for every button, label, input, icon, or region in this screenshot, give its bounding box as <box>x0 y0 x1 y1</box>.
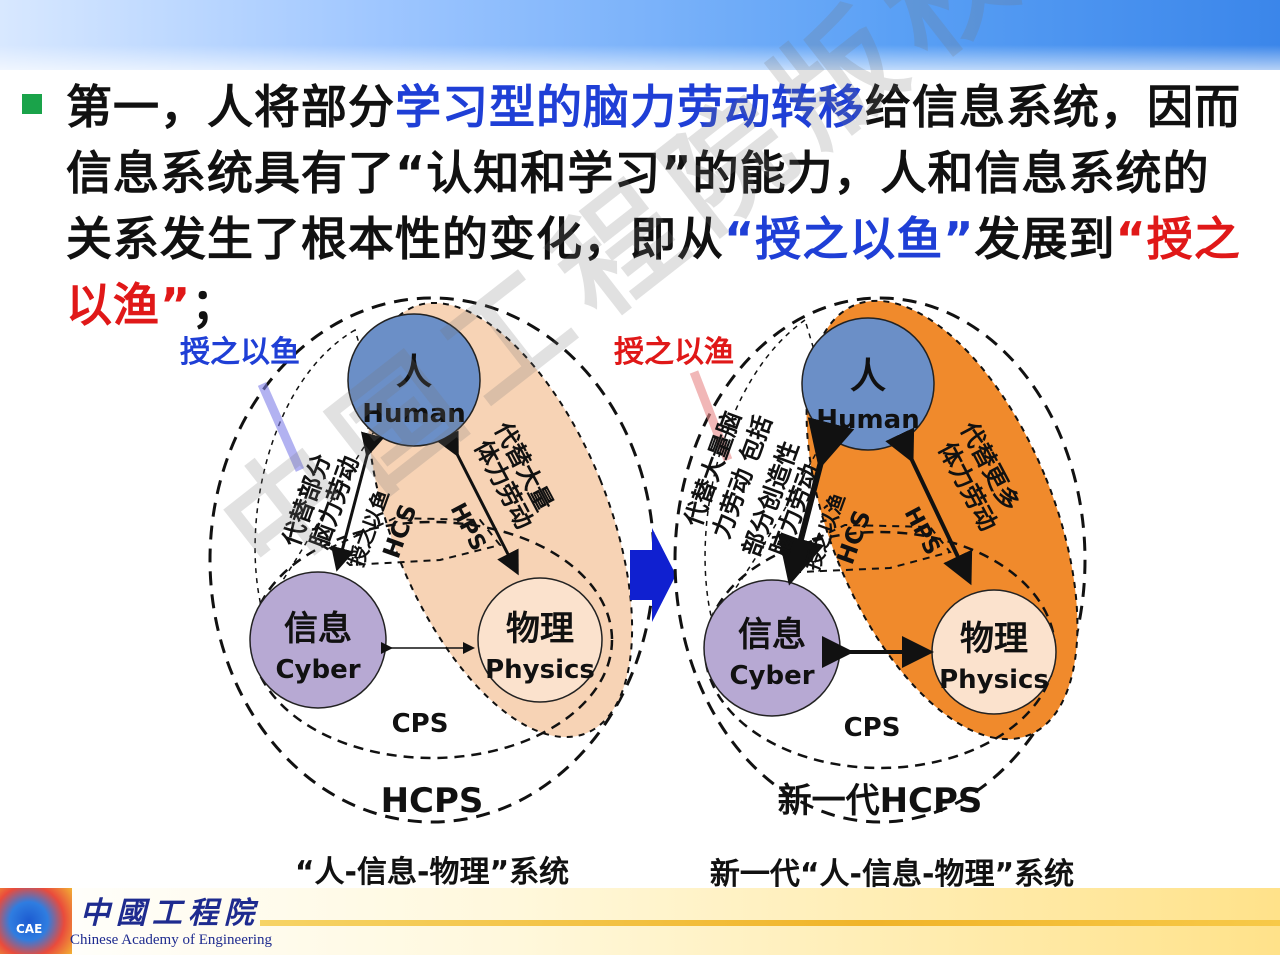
left-diagram: 人 Human 信息 Cyber 物理 Physics 授之以鱼 代替部分 脑力… <box>180 296 656 890</box>
left-physics-cn: 物理 <box>506 609 574 649</box>
headline-highlight-blue: 学习型的脑力劳动转移 <box>395 80 865 134</box>
right-physics-en: Physics <box>939 665 1049 695</box>
right-arrow-human-physics <box>885 427 973 586</box>
right-arrow-human-cyber <box>777 417 855 586</box>
left-arrow-human-cyber <box>330 431 385 572</box>
top-banner-fade <box>0 45 1280 85</box>
footer-line <box>260 920 1280 926</box>
left-human-cn: 人 <box>396 352 432 393</box>
headline-seg5: 发展到 <box>974 212 1116 266</box>
right-tag-pointer <box>689 370 733 462</box>
headline: 第一，人将部分学习型的脑力劳动转移给信息系统，因而信息系统具有了“认知和学习”的… <box>66 74 1256 338</box>
right-cps-label: CPS <box>844 713 901 743</box>
left-cyber-cn: 信息 <box>284 609 352 649</box>
headline-quote-fish: “授之以鱼” <box>724 212 975 266</box>
right-physics-cn: 物理 <box>960 619 1028 659</box>
right-caption: 新一代“人-信息-物理”系统 <box>710 857 1074 892</box>
right-diagram: 人 Human 信息 Cyber 物理 Physics 授之以渔 代替大量脑 力… <box>614 296 1087 892</box>
right-hcps-label: 新一代HCPS <box>778 781 983 821</box>
left-physics-en: Physics <box>485 655 595 685</box>
left-cps-label: CPS <box>392 709 449 739</box>
left-cyber-en: Cyber <box>275 655 360 685</box>
left-tag-pointer <box>257 382 305 472</box>
org-name-cn: 中國工程院 <box>80 896 260 931</box>
cae-logo-text: CAE <box>16 922 43 936</box>
transition-arrow-icon <box>630 528 676 622</box>
org-name-en: Chinese Academy of Engineering <box>70 932 273 948</box>
left-physics-circle <box>477 577 603 703</box>
left-arrow-human-physics <box>437 430 519 576</box>
left-human-en: Human <box>362 399 465 429</box>
right-human-cn: 人 <box>850 356 886 397</box>
left-caption: “人-信息-物理”系统 <box>295 855 569 890</box>
right-cyber-cn: 信息 <box>738 615 806 655</box>
headline-seg3: 给信息系统，因而信息系统具有了“认知和学习”的能力，人和信息系统的关系发生了根本… <box>66 80 1241 266</box>
right-human-en: Human <box>816 405 919 435</box>
right-cyber-en: Cyber <box>729 661 814 691</box>
right-tag: 授之以渔 <box>614 335 734 370</box>
headline-quote-fishing: “授之以渔” <box>66 212 1241 332</box>
bullet-square-icon <box>22 94 42 114</box>
left-tag: 授之以鱼 <box>180 335 300 370</box>
right-human-circle <box>801 317 935 451</box>
left-hcps-label: HCPS <box>381 781 484 821</box>
left-cyber-circle <box>249 571 387 709</box>
left-cps-boundary <box>250 520 614 760</box>
headline-seg1: 第一，人将部分 <box>66 80 395 134</box>
headline-seg7: ； <box>191 278 239 332</box>
right-hcps-boundary <box>673 296 1087 824</box>
left-human-circle <box>347 313 481 447</box>
cae-logo-icon <box>0 888 72 954</box>
